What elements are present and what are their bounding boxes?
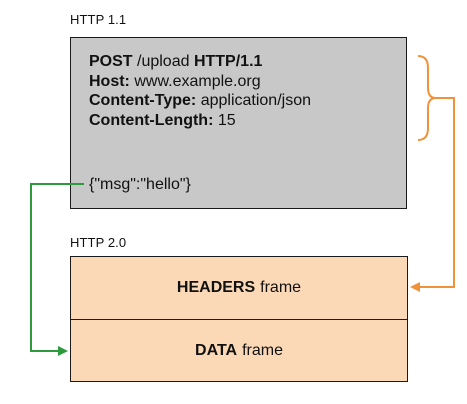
header-content-type: Content-Type: application/json [89, 91, 311, 111]
header-value: www.example.org [129, 72, 261, 90]
http11-label: HTTP 1.1 [70, 12, 127, 27]
http2-label: HTTP 2.0 [70, 235, 127, 250]
data-frame-suffix: frame [242, 342, 283, 359]
request-headers: POST /upload HTTP/1.1 Host: www.example.… [89, 52, 311, 130]
header-name: Host: [89, 72, 130, 90]
header-host: Host: www.example.org [89, 72, 311, 92]
headers-brace [417, 55, 437, 141]
request-path: /upload [132, 53, 194, 70]
headers-frame-name: HEADERS [176, 279, 256, 296]
request-line: POST /upload HTTP/1.1 [89, 52, 311, 72]
request-method: POST [89, 53, 133, 70]
data-frame-name: DATA [195, 342, 238, 359]
request-body: {"msg":"hello"} [89, 176, 191, 193]
request-version: HTTP/1.1 [193, 53, 263, 70]
http11-request-box: POST /upload HTTP/1.1 Host: www.example.… [70, 37, 407, 209]
header-value: 15 [213, 111, 236, 129]
header-name: Content-Length: [89, 111, 214, 129]
header-name: Content-Type: [89, 92, 197, 109]
header-content-length: Content-Length: 15 [89, 111, 311, 131]
headers-arrow [410, 97, 455, 292]
headers-frame-suffix: frame [260, 279, 302, 296]
header-value: application/json [196, 92, 311, 109]
data-arrow [30, 183, 84, 356]
